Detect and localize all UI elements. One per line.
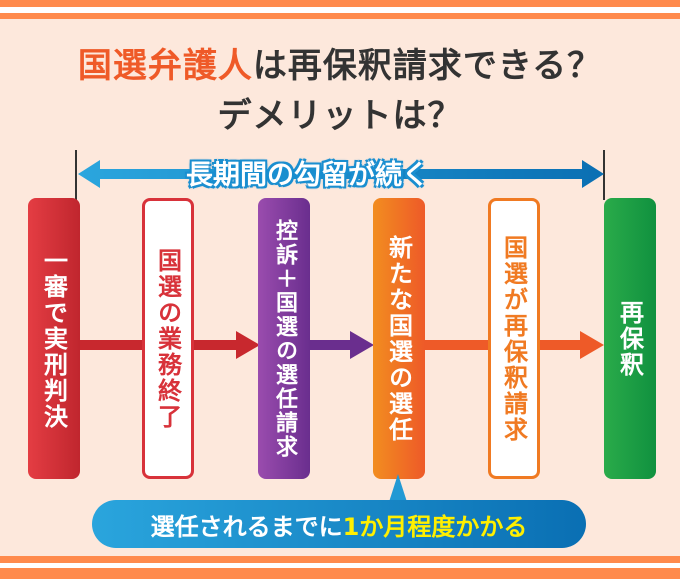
step-new-appointment: 新たな国選の選任 xyxy=(373,198,425,479)
arrow-icon xyxy=(350,331,374,359)
duration-label: 長期間の勾留が続く xyxy=(186,160,429,191)
bubble-pointer xyxy=(389,474,407,502)
note-highlight: 1か月程度かかる xyxy=(342,512,528,541)
top-stripe-2 xyxy=(0,13,680,19)
duration-start-line xyxy=(75,150,77,200)
title-highlight: 国選弁護人 xyxy=(77,46,253,86)
arrow-icon xyxy=(236,331,260,359)
arrow-icon xyxy=(580,331,604,359)
top-stripe xyxy=(0,0,680,7)
step-label: 新たな国選の選任 xyxy=(384,234,413,443)
bottom-stripe-2 xyxy=(0,568,680,579)
step-label: 再保釈 xyxy=(615,299,644,378)
page-subtitle: デメリットは？ xyxy=(217,96,463,136)
bottom-stripe xyxy=(0,556,680,563)
page-title: 国選弁護人は再保釈請求できる？ xyxy=(0,38,680,87)
title-rest: は再保釈請求できる？ xyxy=(252,46,603,86)
note-text: 選任されるまでに xyxy=(150,512,343,541)
step-public-defender-ends: 国選の業務終了 xyxy=(142,198,194,479)
step-label: 国選が再保釈請求 xyxy=(499,234,528,443)
step-rebail: 再保釈 xyxy=(604,198,656,479)
step-appeal-request: 控訴＋国選の選任請求 xyxy=(258,198,310,479)
flow-line-purple xyxy=(308,340,352,350)
double-arrow-icon xyxy=(78,160,604,188)
step-first-trial-verdict: 一審で実刑判決 xyxy=(28,198,80,479)
step-label: 控訴＋国選の選任請求 xyxy=(272,218,297,459)
step-rebail-request: 国選が再保釈請求 xyxy=(488,198,540,479)
top-white-stripe xyxy=(0,7,680,13)
step-label: 一審で実刑判決 xyxy=(39,247,68,430)
step-label: 国選の業務終了 xyxy=(153,247,182,430)
duration-end-line xyxy=(603,150,605,200)
bottom-white-stripe xyxy=(0,563,680,568)
